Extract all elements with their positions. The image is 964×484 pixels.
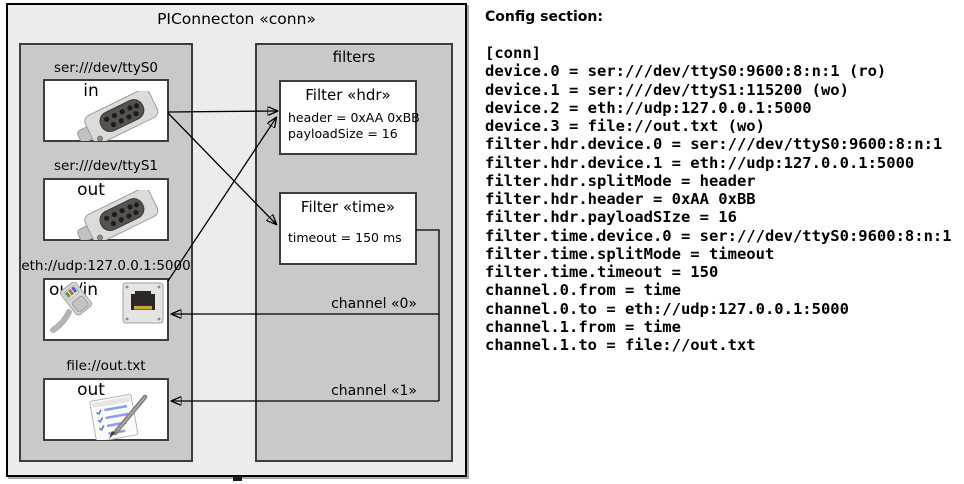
ethernet-rj45-icon	[50, 282, 164, 333]
filters-group: filters Filter «hdr» header = 0xAA 0xBB …	[255, 43, 453, 462]
filter-properties: header = 0xAA 0xBB payloadSize = 16	[288, 110, 420, 142]
devices-group: ser:///dev/ttyS0 in	[19, 43, 193, 462]
device-label-ttys1: ser:///dev/ttyS1	[54, 158, 158, 174]
filter-properties: timeout = 150 ms	[288, 230, 402, 246]
arrow-ttys0-to-hdr	[167, 111, 277, 112]
config-section: Config section: [conn] device.0 = ser://…	[485, 0, 964, 484]
arrow-eth-to-hdr	[167, 118, 276, 282]
diagram-title: PIConnecton «conn»	[157, 10, 316, 28]
channel-1-label: channel «1»	[331, 383, 417, 399]
filters-group-title: filters	[332, 48, 376, 66]
channel-trunk-line	[416, 229, 440, 401]
arrow-ttys0-to-time	[167, 112, 276, 224]
filter-property: payloadSize = 16	[288, 126, 398, 141]
device-label-eth: eth://udp:127.0.0.1:5000	[21, 258, 191, 274]
config-text: [conn] device.0 = ser:///dev/ttyS0:9600:…	[485, 44, 952, 354]
channel-0-label: channel «0»	[331, 296, 417, 312]
serial-db9-icon	[77, 91, 159, 141]
device-box-file: out	[43, 378, 169, 441]
filter-property: timeout = 150 ms	[288, 230, 402, 245]
bottom-tick-mark	[233, 476, 242, 481]
filter-box-hdr: Filter «hdr» header = 0xAA 0xBB payloadS…	[279, 80, 420, 155]
config-heading: Config section:	[485, 9, 603, 25]
device-label-file: file://out.txt	[66, 358, 146, 374]
device-role-label: out	[77, 180, 105, 200]
filter-property: header = 0xAA 0xBB	[288, 110, 420, 125]
device-box-ttys0: in	[43, 79, 169, 142]
device-role-label: out	[77, 380, 105, 400]
filter-box-time: Filter «time» timeout = 150 ms	[279, 192, 417, 265]
device-box-eth: out/in	[43, 278, 169, 341]
device-box-ttys1: out	[43, 178, 169, 241]
filter-title: Filter «hdr»	[305, 86, 391, 104]
notepad-pen-icon	[89, 394, 148, 440]
filter-title: Filter «time»	[300, 198, 396, 216]
device-label-ttys0: ser:///dev/ttyS0	[54, 60, 158, 76]
connection-arrows	[167, 5, 440, 475]
device-role-label: in	[83, 81, 99, 101]
serial-db9-icon	[77, 190, 159, 240]
piconnection-diagram: PIConnecton «conn» ser:///dev/ttyS0 in	[6, 3, 467, 477]
